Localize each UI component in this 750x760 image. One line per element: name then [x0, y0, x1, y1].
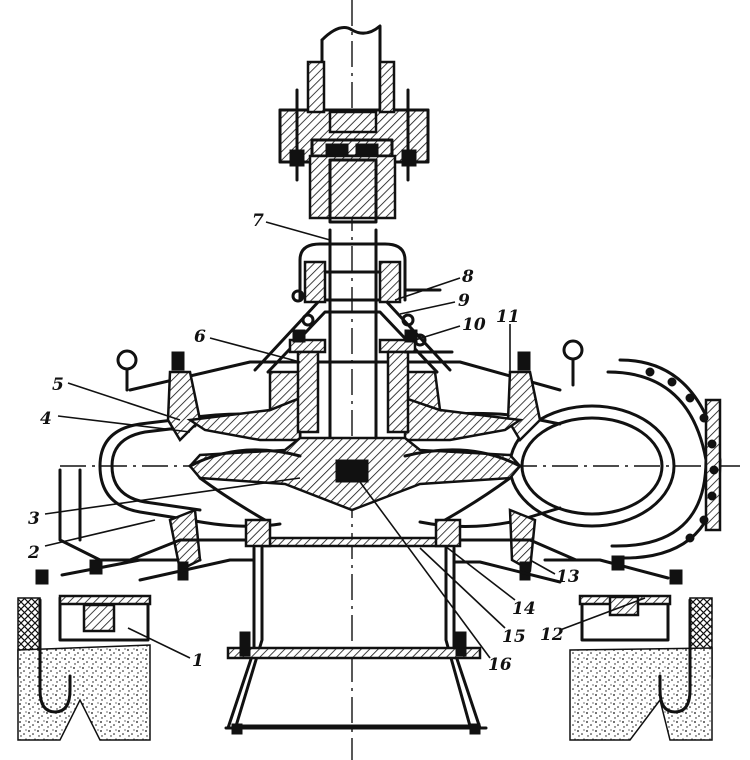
- label-14: 14: [512, 599, 536, 619]
- label-3: 3: [28, 509, 40, 529]
- upper-shaft: [306, 24, 396, 134]
- label-13: 13: [556, 567, 580, 587]
- draft-tube: [224, 536, 488, 735]
- coupling: [278, 88, 430, 224]
- label-2: 2: [27, 543, 40, 563]
- label-5: 5: [52, 375, 64, 395]
- leader-lines: [44, 221, 646, 659]
- bearing-housing: [288, 242, 454, 434]
- runner: [188, 436, 522, 548]
- label-7: 7: [252, 211, 264, 231]
- flange-bolts: [645, 367, 719, 543]
- label-11: 11: [496, 307, 520, 327]
- lifting-eye-right: [562, 339, 584, 387]
- label-15: 15: [502, 627, 526, 647]
- head-cover: [186, 298, 524, 442]
- right-support-foot: [543, 555, 683, 642]
- label-1: 1: [192, 651, 204, 671]
- lifting-eye-left: [116, 349, 138, 392]
- reference-numerals: 1 2 3 4 5 6 7 8 9 10 11 12 13 14 15 16: [27, 211, 580, 675]
- shaft: [324, 228, 382, 462]
- label-16: 16: [488, 655, 512, 675]
- right-foundation: [569, 597, 713, 741]
- label-9: 9: [458, 291, 470, 311]
- left-foundation: [17, 597, 151, 741]
- label-12: 12: [540, 625, 564, 645]
- label-10: 10: [462, 315, 486, 335]
- casing-bolts: [291, 289, 427, 347]
- label-8: 8: [461, 267, 474, 287]
- label-6: 6: [194, 327, 206, 347]
- label-4: 4: [40, 409, 52, 429]
- left-support-foot: [35, 558, 177, 642]
